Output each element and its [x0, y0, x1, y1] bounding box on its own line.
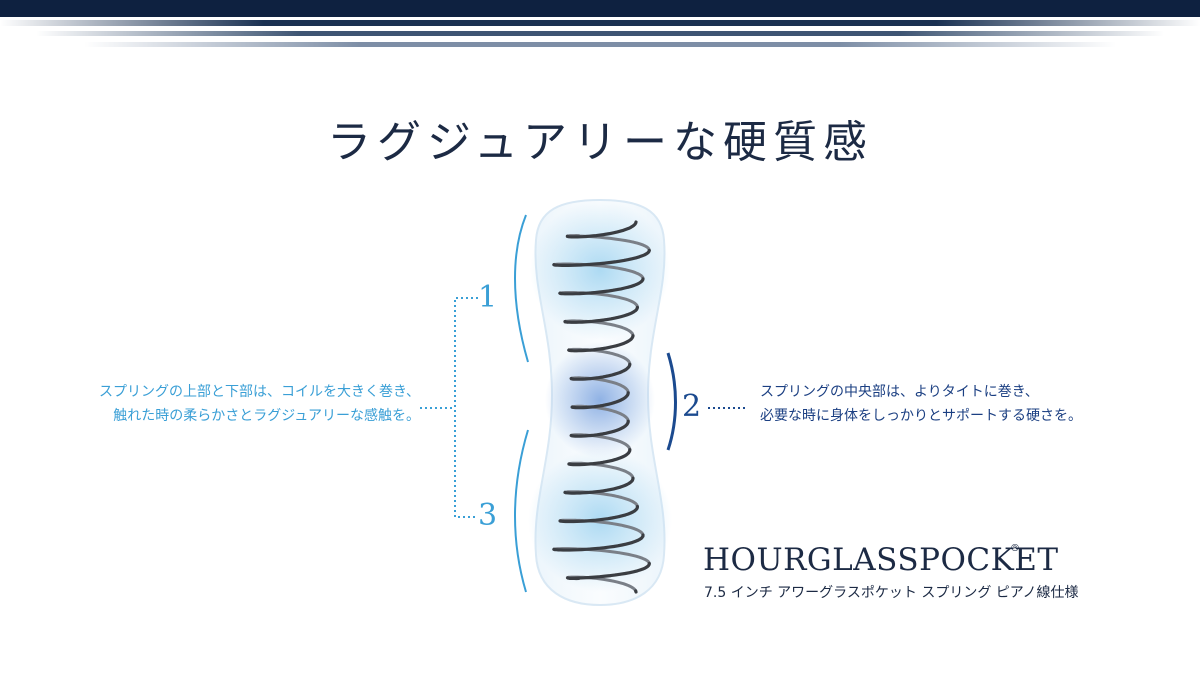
- zone-3-curve: [514, 429, 529, 593]
- zone-2-number: 2: [682, 389, 702, 424]
- spring-coil-front: [552, 220, 651, 594]
- center-description: スプリングの中央部は、よりタイトに巻き、 必要な時に身体をしっかりとサポートする…: [760, 380, 1180, 428]
- spring-coil: [552, 220, 651, 594]
- header-stripe: [0, 42, 1200, 47]
- description-line: スプリングの中央部は、よりタイトに巻き、: [760, 384, 1039, 400]
- zone-3-number: 3: [478, 498, 498, 533]
- zone-2-curve: [666, 352, 677, 451]
- header-stripe: [0, 31, 1200, 36]
- product-brand: HOURGLASSPOCKET: [703, 542, 1059, 578]
- zone-1-number: 1: [478, 280, 498, 315]
- registered-mark: ®: [1010, 543, 1020, 554]
- description-line: スプリングの上部と下部は、コイルを大きく巻き、: [98, 384, 420, 400]
- description-line: 必要な時に身体をしっかりとサポートする硬さを。: [760, 408, 1082, 424]
- zone-1-curve: [514, 214, 529, 363]
- page-title: ラグジュアリーな硬質感: [326, 117, 874, 168]
- header-stripe: [0, 20, 1200, 26]
- glow-middle: [545, 342, 655, 458]
- upper-lower-description: スプリングの上部と下部は、コイルを大きく巻き、 触れた時の柔らかさとラグジュアリ…: [60, 380, 420, 428]
- left-connector: [420, 297, 478, 518]
- product-subtitle: 7.5 インチ アワーグラスポケット スプリング ピアノ線仕様: [704, 585, 1079, 601]
- description-line: 触れた時の柔らかさとラグジュアリーな感触を。: [113, 408, 420, 424]
- header-band: [0, 0, 1200, 17]
